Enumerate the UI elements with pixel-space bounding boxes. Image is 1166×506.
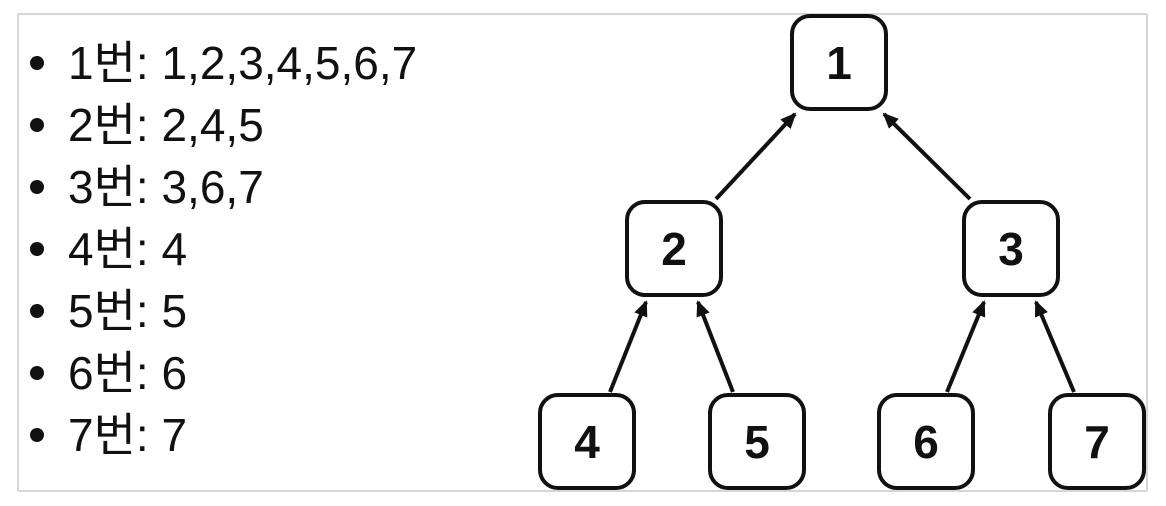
tree-node-6: 6 <box>877 393 975 490</box>
tree-node-7: 7 <box>1048 393 1146 490</box>
edge-arrow-3-to-1 <box>882 112 972 201</box>
list-item-text: 5번: 5 <box>68 285 188 337</box>
list-item-text: 2번: 2,4,5 <box>68 99 264 151</box>
edge-arrow-5-to-2 <box>696 300 735 393</box>
list-item-text: 3번: 3,6,7 <box>68 161 264 213</box>
edge-arrow-7-to-3 <box>1034 300 1076 393</box>
edge-arrow-2-to-1 <box>714 112 797 201</box>
edge-arrow-6-to-3 <box>945 300 986 393</box>
adjacency-list: 1번: 1,2,3,4,5,6,7 2번: 2,4,5 3번: 3,6,7 4번: 4… <box>28 32 417 466</box>
bullet-icon <box>30 304 44 318</box>
list-item-text: 1번: 1,2,3,4,5,6,7 <box>68 37 418 89</box>
list-item: 4번: 4 <box>28 218 417 280</box>
tree-node-3: 3 <box>962 200 1060 297</box>
list-item: 6번: 6 <box>28 342 417 404</box>
list-item: 3번: 3,6,7 <box>28 156 417 218</box>
list-item: 5번: 5 <box>28 280 417 342</box>
bullet-icon <box>30 118 44 132</box>
bullet-icon <box>30 242 44 256</box>
list-item: 2번: 2,4,5 <box>28 94 417 156</box>
bullet-icon <box>30 180 44 194</box>
list-item-text: 6번: 6 <box>68 347 188 399</box>
content-frame-border <box>17 13 1148 492</box>
list-item-text: 4번: 4 <box>68 223 188 275</box>
tree-node-5: 5 <box>708 393 806 490</box>
list-item-text: 7번: 7 <box>68 409 188 461</box>
tree-node-2: 2 <box>625 200 723 297</box>
bullet-icon <box>30 428 44 442</box>
edge-arrow-4-to-2 <box>608 300 648 393</box>
tree-node-4: 4 <box>538 393 636 490</box>
bullet-icon <box>30 56 44 70</box>
bullet-icon <box>30 366 44 380</box>
list-item: 1번: 1,2,3,4,5,6,7 <box>28 32 417 94</box>
tree-node-1: 1 <box>790 14 888 111</box>
list-item: 7번: 7 <box>28 404 417 466</box>
